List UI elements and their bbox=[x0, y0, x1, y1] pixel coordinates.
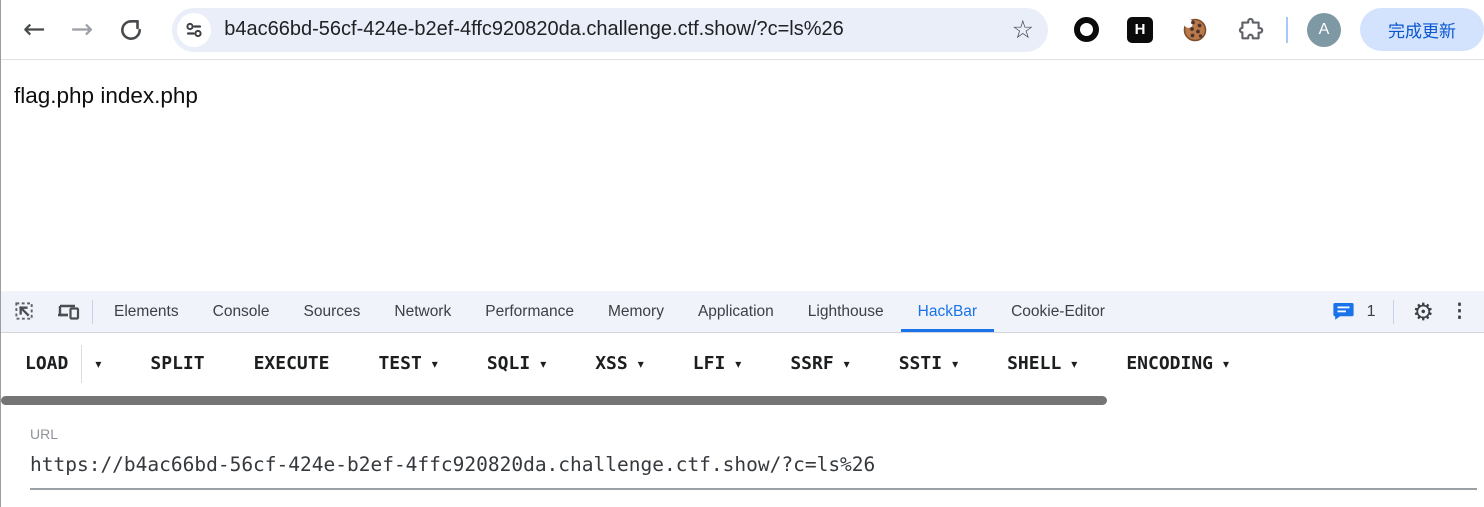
sqli-menu-button[interactable]: SQLI ▾ bbox=[487, 353, 546, 374]
execute-button-label: EXECUTE bbox=[253, 353, 330, 374]
hackbar-url-field: URL https://b4ac66bd-56cf-424e-b2ef-4ffc… bbox=[1, 405, 1484, 490]
horizontal-scrollbar-thumb[interactable] bbox=[1, 396, 1107, 405]
xss-button-label: XSS bbox=[595, 353, 628, 374]
dropdown-caret-icon: ▾ bbox=[843, 356, 850, 371]
ssti-menu-button[interactable]: SSTI ▾ bbox=[899, 353, 958, 374]
split-button-label: SPLIT bbox=[150, 353, 205, 374]
cookie-editor-extension-icon[interactable] bbox=[1181, 16, 1209, 44]
load-split-separator bbox=[81, 344, 83, 383]
execute-button[interactable]: EXECUTE bbox=[254, 353, 330, 374]
devtools-tabbar: Elements Console Sources Network Perform… bbox=[1, 291, 1484, 333]
load-button-label: LOAD bbox=[25, 353, 69, 374]
shell-button-label: SHELL bbox=[1007, 353, 1062, 374]
encoding-button-label: ENCODING bbox=[1126, 353, 1214, 374]
sqli-button-label: SQLI bbox=[486, 353, 531, 374]
hackbar-extension-icon[interactable]: H bbox=[1127, 16, 1154, 43]
profile-avatar[interactable]: A bbox=[1307, 12, 1341, 47]
dropdown-caret-icon[interactable]: ▾ bbox=[95, 356, 102, 371]
lfi-menu-button[interactable]: LFI ▾ bbox=[693, 353, 742, 374]
split-button[interactable]: SPLIT bbox=[150, 353, 204, 374]
tab-hackbar[interactable]: HackBar bbox=[900, 291, 995, 332]
test-button-label: TEST bbox=[378, 353, 422, 374]
url-text[interactable]: b4ac66bd-56cf-424e-b2ef-4ffc920820da.cha… bbox=[224, 18, 844, 40]
inspect-element-icon[interactable] bbox=[13, 300, 36, 323]
tab-network[interactable]: Network bbox=[394, 302, 452, 320]
url-field-label: URL bbox=[30, 426, 59, 442]
xss-menu-button[interactable]: XSS ▾ bbox=[595, 353, 644, 374]
extensions-puzzle-icon[interactable] bbox=[1237, 16, 1264, 43]
test-menu-button[interactable]: TEST ▾ bbox=[378, 353, 437, 374]
back-icon[interactable]: ← bbox=[23, 14, 46, 45]
lfi-button-label: LFI bbox=[692, 353, 726, 374]
dropdown-caret-icon: ▾ bbox=[952, 356, 959, 371]
devtools-separator bbox=[92, 299, 93, 324]
page-content: flag.php index.php bbox=[1, 60, 1484, 291]
devtools-separator bbox=[1393, 299, 1395, 324]
shell-menu-button[interactable]: SHELL ▾ bbox=[1007, 353, 1077, 374]
browser-toolbar: ← → b4ac66bd-56cf-424e-b2ef-4ffc920820da… bbox=[1, 0, 1484, 60]
reload-icon[interactable] bbox=[118, 17, 144, 43]
dropdown-caret-icon: ▾ bbox=[431, 356, 438, 371]
tab-memory[interactable]: Memory bbox=[607, 302, 664, 320]
chrome-update-button[interactable]: 完成更新 bbox=[1360, 8, 1484, 51]
address-bar[interactable]: b4ac66bd-56cf-424e-b2ef-4ffc920820da.cha… bbox=[172, 7, 1049, 52]
dropdown-caret-icon: ▾ bbox=[637, 356, 644, 371]
ssrf-menu-button[interactable]: SSRF ▾ bbox=[790, 353, 849, 374]
dropdown-caret-icon: ▾ bbox=[1071, 356, 1078, 371]
hackbar-toolbar: LOAD ▾ SPLIT EXECUTE TEST ▾ SQLI ▾ XSS ▾… bbox=[1, 333, 1484, 394]
site-info-icon[interactable] bbox=[177, 12, 212, 47]
ring-extension-icon[interactable] bbox=[1074, 17, 1100, 42]
more-options-icon[interactable]: ⋮ bbox=[1450, 301, 1469, 322]
tab-sources[interactable]: Sources bbox=[303, 302, 361, 320]
tab-application[interactable]: Application bbox=[697, 302, 774, 320]
forward-icon[interactable]: → bbox=[70, 14, 94, 45]
command-output-text: flag.php index.php bbox=[14, 83, 198, 108]
dropdown-caret-icon: ▾ bbox=[735, 356, 742, 371]
dropdown-caret-icon: ▾ bbox=[1223, 356, 1230, 371]
ssrf-button-label: SSRF bbox=[790, 353, 834, 374]
tab-performance[interactable]: Performance bbox=[485, 302, 574, 320]
extensions-row: H bbox=[1074, 16, 1264, 44]
encoding-menu-button[interactable]: ENCODING ▾ bbox=[1126, 353, 1229, 374]
devtools-toolbar-icons bbox=[13, 291, 82, 332]
tab-cookie-editor[interactable]: Cookie-Editor bbox=[1011, 302, 1105, 320]
device-toolbar-icon[interactable] bbox=[56, 301, 82, 323]
tab-console[interactable]: Console bbox=[212, 302, 270, 320]
console-messages-icon[interactable] bbox=[1332, 301, 1357, 322]
devtools-right-controls: 1 ⚙ ⋮ bbox=[1332, 291, 1484, 332]
tab-elements[interactable]: Elements bbox=[114, 302, 179, 320]
tab-lighthouse[interactable]: Lighthouse bbox=[807, 302, 884, 320]
settings-gear-icon[interactable]: ⚙ bbox=[1412, 297, 1434, 326]
bookmark-star-icon[interactable]: ☆ bbox=[1011, 15, 1035, 44]
message-count: 1 bbox=[1366, 302, 1376, 320]
ssti-button-label: SSTI bbox=[898, 353, 943, 374]
toolbar-separator bbox=[1286, 16, 1288, 43]
dropdown-caret-icon: ▾ bbox=[540, 356, 547, 371]
load-button[interactable]: LOAD ▾ bbox=[25, 344, 102, 383]
url-field-input[interactable]: https://b4ac66bd-56cf-424e-b2ef-4ffc9208… bbox=[30, 453, 1477, 490]
